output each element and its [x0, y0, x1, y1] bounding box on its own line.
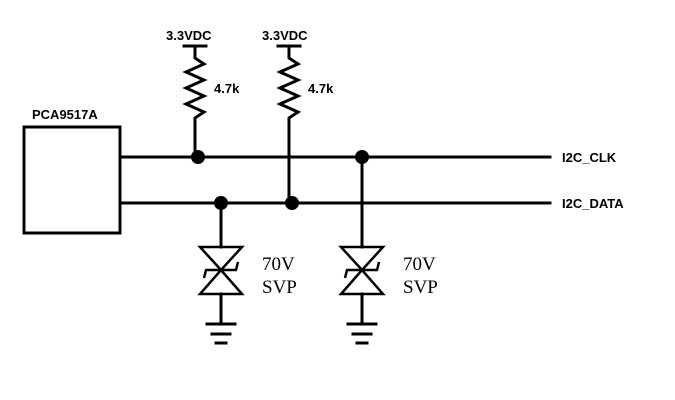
net-label-data: I2C_DATA [562, 196, 624, 211]
resistor-value-2: 4.7k [308, 81, 334, 96]
tvs-2-voltage: 70V [403, 254, 436, 275]
tvs-diode-1: 70V SVP [197, 201, 297, 345]
ic-label: PCA9517A [32, 107, 98, 122]
tvs-2-type: SVP [403, 277, 438, 298]
junction-dot-clk-pullup [191, 150, 205, 164]
resistor-1 [182, 44, 208, 159]
tvs-1-type: SVP [262, 277, 297, 298]
tvs-1-bar [202, 261, 240, 279]
junction-dot-data-pullup [285, 196, 299, 210]
tvs-1-voltage: 70V [262, 254, 295, 275]
supply-label-2: 3.3VDC [262, 28, 308, 43]
resistor-value-1: 4.7k [214, 81, 240, 96]
ic-pca9517a: PCA9517A [22, 107, 122, 235]
pullup-1: 3.3VDC 4.7k [166, 28, 240, 159]
supply-label-1: 3.3VDC [166, 28, 212, 43]
tvs-2-bar [343, 261, 381, 279]
resistor-2 [276, 44, 302, 205]
pullup-2: 3.3VDC 4.7k [262, 28, 334, 205]
ic-body [22, 125, 122, 235]
net-label-clk: I2C_CLK [562, 150, 617, 165]
tvs-diode-2: 70V SVP [338, 155, 438, 345]
